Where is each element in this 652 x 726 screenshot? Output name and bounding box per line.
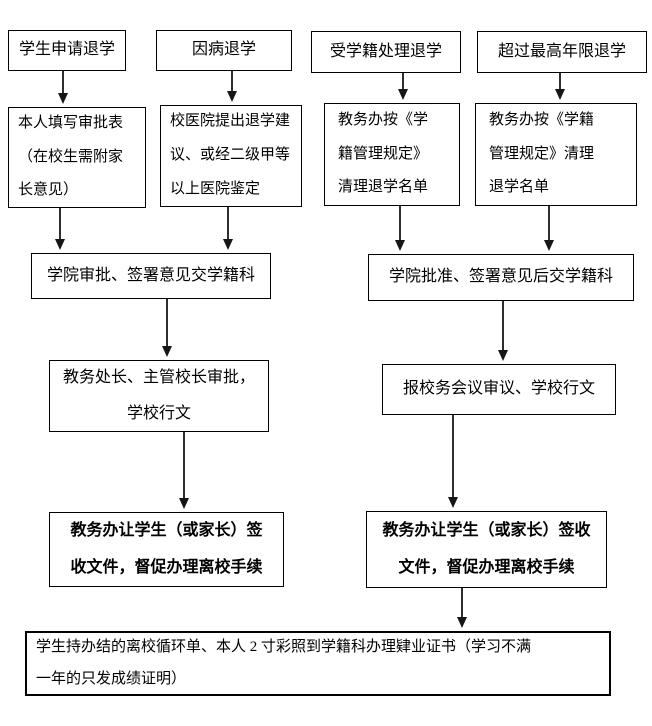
arrow-college-right-to-council [498,301,508,361]
node-college-approval-right: 学院批准、签署意见后交学籍科 [368,254,634,301]
node-illness-withdrawal: 因病退学 [156,30,292,71]
arrow-apply-to-form [58,71,68,104]
node-dean-president-approval: 教务处长、主管校长审批， 学校行文 [49,360,269,432]
node-max-years-withdrawal: 超过最高年限退学 [477,31,647,73]
node-status-processing-withdrawal: 受学籍处理退学 [311,31,461,73]
node-student-apply: 学生申请退学 [8,30,126,71]
arrow-sign-right-to-diploma [457,588,467,628]
node-school-council-review: 报校务会议审议、学校行文 [382,364,616,415]
node-fill-approval-form: 本人填写审批表 （在校生需附家 长意见） [8,107,146,208]
node-registrar-clean-list-a: 教务办按《学 籍管理规定》 清理退学名单 [324,103,460,206]
arrow-status-to-cleanlist-a [398,73,408,100]
node-hospital-recommendation: 校医院提出退学建 议、或经二级甲等 以上医院鉴定 [160,105,302,207]
node-registrar-clean-list-b: 教务办按《学籍 管理规定》清理 退学名单 [475,103,637,206]
arrow-maxyears-to-cleanlist-b [555,73,565,100]
node-college-approval-left: 学院审批、签署意见交学籍科 [31,253,271,299]
node-sign-documents-left: 教务办让学生（或家长）签 收文件，督促办理离校手续 [49,512,284,587]
node-diploma-processing: 学生持办结的离校循环单、本人 2 寸彩照到学籍科办理肄业证书（学习不满 一年的只… [25,631,611,696]
arrow-council-to-sign-right [448,415,458,508]
arrow-illness-to-hospital [227,71,237,102]
arrow-form-to-college-left [55,208,65,250]
arrow-college-left-to-dean [162,299,172,357]
arrow-dean-to-sign-left [179,432,189,509]
arrow-cleanlist-a-to-college-right [395,206,405,251]
node-sign-documents-right: 教务办让学生（或家长）签收 文件，督促办理离校手续 [366,511,607,588]
arrow-cleanlist-b-to-college-right [544,206,554,251]
arrow-hospital-to-college-left [223,207,233,250]
